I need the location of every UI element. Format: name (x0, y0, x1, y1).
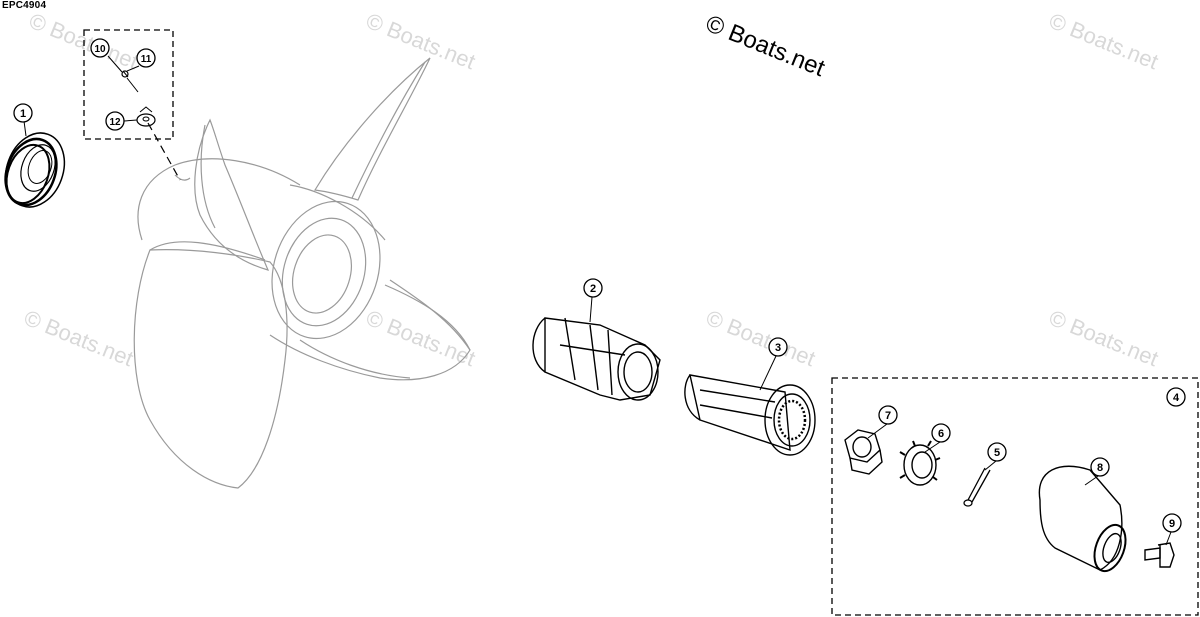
callout-label: 11 (141, 54, 152, 65)
part-7-nut (844, 429, 883, 475)
callout-label: 8 (1097, 462, 1103, 474)
part-12-washer (136, 106, 156, 127)
callout-label: 9 (1169, 518, 1175, 530)
part-8-cone (1038, 465, 1127, 573)
callout-10: 10 (90, 38, 110, 58)
callout-6: 6 (931, 423, 951, 443)
group-box-10 (83, 29, 174, 140)
callout-label: 3 (775, 342, 781, 354)
part-1-ring (4, 132, 66, 208)
part-3-insert (684, 374, 816, 456)
propeller (133, 57, 471, 489)
callout-label: 12 (109, 117, 121, 128)
callout-2: 2 (583, 278, 603, 298)
callout-5: 5 (987, 442, 1007, 462)
part-6-tab-washer (899, 440, 941, 486)
group-box-4 (831, 377, 1199, 616)
callout-4: 4 (1166, 387, 1186, 407)
callout-11: 11 (136, 48, 156, 68)
diagram-code: EPC4904 (2, 0, 47, 11)
callout-1: 1 (13, 103, 33, 123)
callout-label: 2 (590, 283, 596, 295)
callout-label: 6 (938, 428, 944, 440)
callout-label: 4 (1173, 392, 1180, 404)
callout-label: 10 (94, 44, 106, 55)
callout-label: 7 (885, 410, 891, 422)
part-5-cotter-pin (963, 467, 991, 507)
callout-3: 3 (768, 337, 788, 357)
callout-9: 9 (1162, 513, 1182, 533)
callout-8: 8 (1090, 457, 1110, 477)
part-9-bolt (1144, 542, 1175, 568)
callout-label: 1 (20, 108, 26, 120)
part-2-drive-sleeve (532, 317, 661, 401)
callout-12: 12 (105, 111, 125, 131)
callout-7: 7 (878, 405, 898, 425)
part-11-screw (121, 70, 129, 78)
callout-label: 5 (994, 447, 1000, 459)
